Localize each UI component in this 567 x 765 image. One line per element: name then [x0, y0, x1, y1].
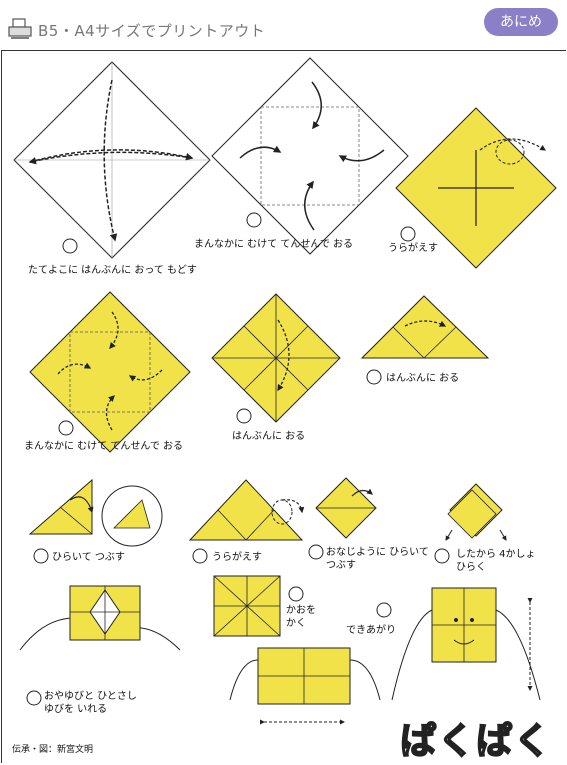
step8-diagram [188, 479, 305, 564]
page-title: B5・A4サイズでプリントアウト [38, 22, 266, 40]
brand-badge[interactable]: あにめ [484, 8, 558, 36]
step11-diagram [19, 585, 181, 706]
step13-caption: できあがり [346, 625, 396, 636]
step7-caption: ひらいて つぶす [52, 552, 125, 563]
step12-caption: かおを かく [286, 605, 316, 629]
step6-diagram [360, 295, 490, 385]
step4-caption: まんなかに むけて てんせんで おる [24, 441, 184, 452]
step2-caption: まんなかに むけて てんせんで おる [194, 239, 354, 250]
step3-diagram [395, 107, 557, 269]
step9-diagram [308, 477, 377, 560]
step2-diagram [211, 57, 409, 255]
step10-caption: したから 4かしょ ひらく [456, 549, 536, 573]
step6-caption: はんぶんに おる [386, 373, 460, 384]
step10-diagram [434, 483, 507, 564]
step5-caption: はんぶんに おる [232, 431, 306, 442]
header: B5・A4サイズでプリントアウト [8, 14, 567, 46]
step7-diagram [28, 478, 163, 564]
step5-diagram [211, 293, 341, 424]
step11-caption: おやゆびと ひとさしゆびを いれる [44, 691, 137, 715]
printer-icon [8, 18, 32, 39]
step4-diagram [29, 291, 191, 453]
step13-diagram [376, 587, 541, 701]
step8-caption: うらがえす [212, 552, 262, 563]
step1-diagram [13, 61, 211, 259]
step1-caption: たてよこに はんぶんに おって もどす [28, 265, 197, 276]
step3-caption: うらがえす [388, 243, 438, 254]
step12-diagram [213, 575, 381, 725]
step9-caption: おなじように ひらいて つぶす [326, 547, 429, 571]
finished-model-name: ぱくぱく [399, 720, 553, 763]
content-frame [1, 50, 566, 763]
credit-line: 伝承・図：新宮文明 [12, 745, 94, 755]
